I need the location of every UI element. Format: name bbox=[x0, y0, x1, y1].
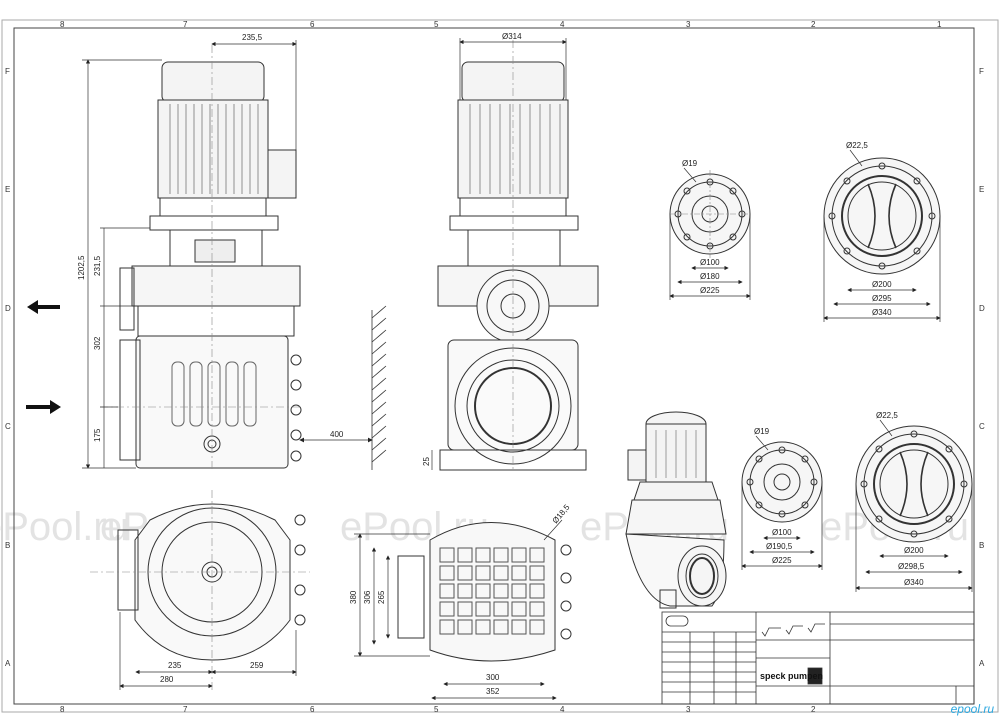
side-view-dimensions bbox=[431, 38, 567, 470]
svg-text:4: 4 bbox=[560, 20, 565, 29]
sheet-frame bbox=[1, 19, 999, 713]
svg-text:8: 8 bbox=[60, 705, 65, 714]
dim-sfb-hole: Ø19 bbox=[754, 427, 770, 436]
isometric-view bbox=[625, 411, 727, 609]
dim-sft-outer: Ø225 bbox=[700, 286, 720, 295]
base-view-dimensions bbox=[354, 519, 563, 701]
dim-lft-hole: Ø22,5 bbox=[846, 141, 868, 150]
svg-text:1: 1 bbox=[937, 20, 942, 29]
front-view bbox=[100, 45, 302, 470]
top-view bbox=[90, 490, 310, 690]
dim-front-total-height: 1202,5 bbox=[77, 255, 86, 280]
dim-sft-inner: Ø100 bbox=[700, 258, 720, 267]
svg-text:A: A bbox=[979, 659, 985, 668]
dim-side-base: 25 bbox=[422, 457, 431, 466]
small-flange-top bbox=[669, 170, 751, 258]
speck-pumpen-logo: speck pumpen bbox=[760, 671, 823, 681]
svg-text:5: 5 bbox=[434, 705, 439, 714]
svg-text:B: B bbox=[979, 541, 984, 550]
dim-sfb-bolt: Ø190,5 bbox=[766, 542, 793, 551]
svg-text:3: 3 bbox=[686, 705, 691, 714]
inlet-arrow-icon bbox=[26, 400, 61, 414]
dim-top-right: 259 bbox=[250, 661, 264, 670]
svg-text:C: C bbox=[5, 422, 11, 431]
small-flange-bottom-dimensions bbox=[741, 435, 823, 570]
large-flange-bottom-dimensions bbox=[855, 419, 973, 592]
svg-text:7: 7 bbox=[183, 705, 188, 714]
svg-text:5: 5 bbox=[434, 20, 439, 29]
dim-lft-bolt: Ø295 bbox=[872, 294, 892, 303]
zone-markers: 8 7 6 5 4 3 2 1 8 7 6 5 4 3 2 F E D C B … bbox=[5, 20, 985, 714]
dim-front-width: 235,5 bbox=[242, 33, 263, 42]
dim-wall-clearance: 400 bbox=[330, 430, 344, 439]
svg-text:3: 3 bbox=[686, 20, 691, 29]
small-flange-top-dimensions bbox=[669, 167, 751, 300]
svg-text:E: E bbox=[5, 185, 10, 194]
dim-front-lower: 175 bbox=[93, 428, 102, 442]
dim-base-hole: Ø18,5 bbox=[551, 502, 572, 525]
svg-text:A: A bbox=[5, 659, 11, 668]
flow-arrows bbox=[26, 300, 61, 414]
svg-text:D: D bbox=[979, 304, 985, 313]
title-block bbox=[661, 611, 975, 705]
dim-top-left: 235 bbox=[168, 661, 182, 670]
dim-lfb-inner: Ø200 bbox=[904, 546, 924, 555]
svg-text:6: 6 bbox=[310, 20, 315, 29]
dim-lft-inner: Ø200 bbox=[872, 280, 892, 289]
svg-text:B: B bbox=[5, 541, 10, 550]
outlet-arrow-icon bbox=[27, 300, 60, 314]
dim-side-width: Ø314 bbox=[502, 32, 522, 41]
dim-lft-outer: Ø340 bbox=[872, 308, 892, 317]
dim-front-middle: 302 bbox=[93, 336, 102, 350]
svg-text:F: F bbox=[979, 67, 984, 76]
svg-text:C: C bbox=[979, 422, 985, 431]
front-view-dimensions bbox=[82, 40, 297, 469]
wall-hatch bbox=[299, 305, 387, 470]
svg-text:8: 8 bbox=[60, 20, 65, 29]
dim-sfb-outer: Ø225 bbox=[772, 556, 792, 565]
top-view-dimensions bbox=[119, 612, 297, 690]
large-flange-bottom bbox=[855, 425, 973, 543]
dim-sft-bolt: Ø180 bbox=[700, 272, 720, 281]
dim-lfb-bolt: Ø298,5 bbox=[898, 562, 925, 571]
svg-text:E: E bbox=[979, 185, 984, 194]
dim-sft-hole: Ø19 bbox=[682, 159, 698, 168]
small-flange-bottom bbox=[741, 441, 823, 523]
dim-lfb-outer: Ø340 bbox=[904, 578, 924, 587]
dim-base-w2: 352 bbox=[486, 687, 500, 696]
dim-base-h1: 380 bbox=[349, 590, 358, 604]
dim-front-upper: 231,5 bbox=[93, 255, 102, 276]
svg-text:2: 2 bbox=[811, 705, 816, 714]
large-flange-top bbox=[823, 157, 941, 275]
svg-text:6: 6 bbox=[310, 705, 315, 714]
side-view bbox=[437, 40, 599, 472]
large-flange-top-dimensions bbox=[823, 149, 941, 322]
dim-base-w1: 300 bbox=[486, 673, 500, 682]
epool-brand-logo: epool.ru bbox=[950, 702, 994, 716]
svg-text:2: 2 bbox=[811, 20, 816, 29]
dim-lfb-hole: Ø22,5 bbox=[876, 411, 898, 420]
svg-text:ePool.ru: ePool.ru bbox=[0, 505, 129, 549]
dim-sfb-inner: Ø100 bbox=[772, 528, 792, 537]
svg-text:4: 4 bbox=[560, 705, 565, 714]
base-view bbox=[397, 522, 572, 662]
dim-base-h3: 265 bbox=[377, 590, 386, 604]
dim-top-overall: 280 bbox=[160, 675, 174, 684]
svg-text:7: 7 bbox=[183, 20, 188, 29]
dim-base-h2: 306 bbox=[363, 590, 372, 604]
svg-text:D: D bbox=[5, 304, 11, 313]
svg-text:F: F bbox=[5, 67, 10, 76]
